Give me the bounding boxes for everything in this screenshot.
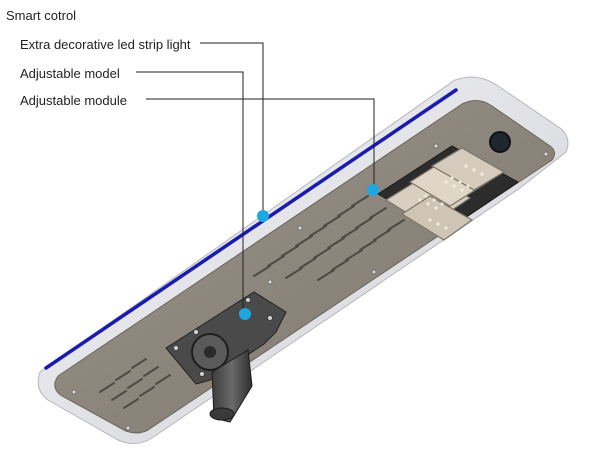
leader-lines bbox=[136, 42, 375, 312]
leader-adjustable-module bbox=[146, 98, 375, 188]
led-modules bbox=[384, 147, 506, 241]
callout-markers bbox=[239, 184, 379, 320]
housing-body bbox=[54, 100, 556, 434]
marker-led-strip bbox=[257, 210, 269, 222]
label-led-strip: Extra decorative led strip light bbox=[20, 37, 191, 52]
vent-slots-upper bbox=[253, 195, 405, 281]
led-strip-light bbox=[44, 88, 458, 370]
marker-adjustable-module bbox=[367, 184, 379, 196]
leader-adjustable-model bbox=[136, 71, 244, 312]
smart-control-sensor bbox=[489, 131, 511, 153]
marker-adjustable-model bbox=[239, 308, 251, 320]
label-adjustable-model: Adjustable model bbox=[20, 66, 120, 81]
label-smart-control: Smart cotrol bbox=[6, 8, 77, 23]
vent-slots-lower bbox=[99, 358, 171, 409]
label-adjustable-module: Adjustable module bbox=[20, 93, 127, 108]
leader-led-strip bbox=[200, 42, 264, 216]
